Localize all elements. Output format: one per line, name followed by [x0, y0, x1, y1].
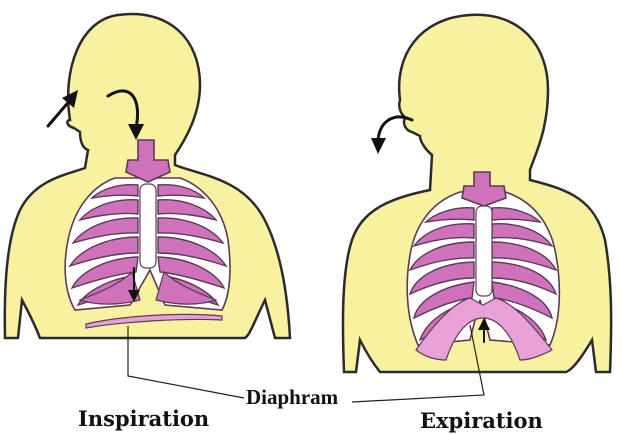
- inspiration-sternum: [140, 184, 156, 268]
- diaphragm-label: Diaphram: [246, 385, 339, 409]
- expiration-sternum: [476, 206, 492, 296]
- expiration-caption: Expiration: [420, 408, 543, 433]
- expiration-figure: [343, 15, 611, 372]
- inspiration-figure: [5, 14, 290, 338]
- inspiration-caption: Inspiration: [78, 406, 209, 431]
- expiration-curved-arrowhead: [371, 138, 386, 154]
